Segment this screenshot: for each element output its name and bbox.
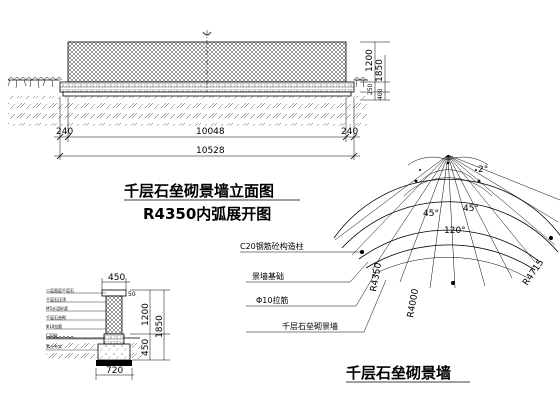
dim-base-height: 250 — [367, 83, 374, 95]
elevation-view: 1200 1850 250 400 240 240 10048 10528 — [7, 30, 390, 160]
title-elevation: 千层石垒砌景墙立面图 — [124, 182, 274, 200]
section-note-2: 千层石压顶 — [46, 296, 66, 302]
radius-4000: R4000 — [406, 288, 421, 319]
dim-footing-height: 400 — [377, 88, 384, 100]
section-dim-base: 450 — [141, 339, 151, 356]
section-note-7: 素土夯实 — [46, 343, 62, 349]
section-note-1: 二层面层千层石 — [46, 287, 74, 293]
angle-total: 120° — [444, 226, 466, 236]
section-note-4: 千层石垒砌 — [46, 314, 66, 320]
section-base — [103, 333, 125, 345]
callout-foundation: 景墙基础 — [252, 271, 284, 281]
angle-left: 45° — [423, 209, 439, 219]
section-dim-top-width: 450 — [108, 273, 125, 283]
dim-total-height: 1850 — [375, 59, 385, 82]
section-note-6: C20砼 — [46, 332, 58, 338]
section-dim-bottom: 720 — [106, 366, 123, 376]
angle-top: 2° — [478, 165, 488, 175]
grass-right — [353, 77, 367, 88]
plan-view: 2° 45° 45° 120° R4350 R4000 R4715 C20钢筋砼… — [240, 154, 560, 333]
section-view: 二层面层千层石 千层石压顶 M5水泥砂浆 千层石垒砌 Φ10拉筋 C20砼 素土… — [45, 273, 170, 380]
callout-wall: 千层石垒砌景墙 — [282, 321, 338, 331]
radius-4715: R4715 — [521, 258, 546, 288]
dim-total-length: 10528 — [196, 146, 225, 156]
dim-right-offset: 240 — [341, 127, 358, 137]
dim-left-offset: 240 — [56, 127, 73, 137]
section-note-3: M5水泥砂浆 — [46, 305, 68, 311]
section-dim-wall: 1200 — [141, 303, 151, 326]
section-wall — [105, 295, 123, 335]
title-unfolded: R4350内弧展开图 — [143, 205, 271, 223]
angle-right: 45° — [463, 204, 479, 214]
grass-left — [7, 77, 63, 89]
footing — [62, 91, 352, 97]
title-plan: 千层石垒砌景墙 — [346, 364, 451, 382]
soil-hatch — [8, 96, 368, 126]
callout-tie-bar: Φ10拉筋 — [256, 295, 288, 305]
dim-wall-height: 1200 — [365, 49, 375, 72]
dim-inner-length: 10048 — [196, 127, 225, 137]
callout-column: C20钢筋砼构造柱 — [240, 241, 304, 251]
section-note-5: Φ10拉筋 — [46, 323, 62, 329]
section-footing — [97, 343, 131, 361]
section-dim-cap: 50 — [128, 291, 136, 298]
radius-4350: R4350 — [369, 262, 384, 293]
section-dim-total: 1850 — [155, 315, 165, 338]
